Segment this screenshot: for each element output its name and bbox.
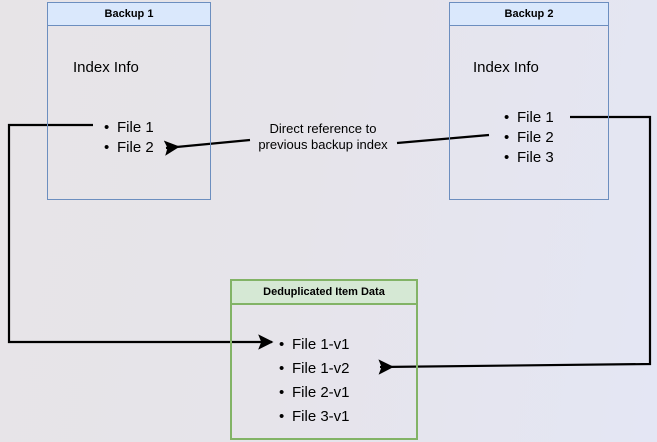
list-item: File 1-v1 [279, 333, 349, 357]
list-item: File 2-v1 [279, 381, 349, 405]
list-item: File 1 [504, 108, 554, 128]
dedup-header: Deduplicated Item Data [232, 281, 416, 305]
backup1-header: Backup 1 [48, 3, 210, 26]
dedup-box[interactable]: Deduplicated Item Data File 1-v1 File 1-… [230, 279, 418, 440]
backup1-index-label: Index Info [73, 59, 139, 76]
edge-label-line2: previous backup index [258, 137, 388, 152]
backup2-box[interactable]: Backup 2 Index Info File 1 File 2 File 3 [449, 2, 609, 200]
backup1-body: Index Info File 1 File 2 [48, 26, 210, 199]
backup2-header: Backup 2 [450, 3, 608, 26]
list-item: File 1 [104, 118, 154, 138]
backup1-box[interactable]: Backup 1 Index Info File 1 File 2 [47, 2, 211, 200]
list-item: File 2 [104, 138, 154, 158]
backup2-index-label: Index Info [473, 59, 539, 76]
list-item: File 1-v2 [279, 357, 349, 381]
edge-label-direct-reference: Direct reference to previous backup inde… [248, 121, 398, 153]
dedup-file-list: File 1-v1 File 1-v2 File 2-v1 File 3-v1 [278, 333, 349, 429]
list-item: File 3-v1 [279, 405, 349, 429]
list-item: File 2 [504, 128, 554, 148]
edge-label-line1: Direct reference to [269, 121, 377, 136]
dedup-body: File 1-v1 File 1-v2 File 2-v1 File 3-v1 [232, 305, 416, 438]
backup1-file-list: File 1 File 2 [103, 118, 154, 158]
backup2-file-list: File 1 File 2 File 3 [503, 108, 554, 168]
list-item: File 3 [504, 148, 554, 168]
backup2-body: Index Info File 1 File 2 File 3 [450, 26, 608, 199]
